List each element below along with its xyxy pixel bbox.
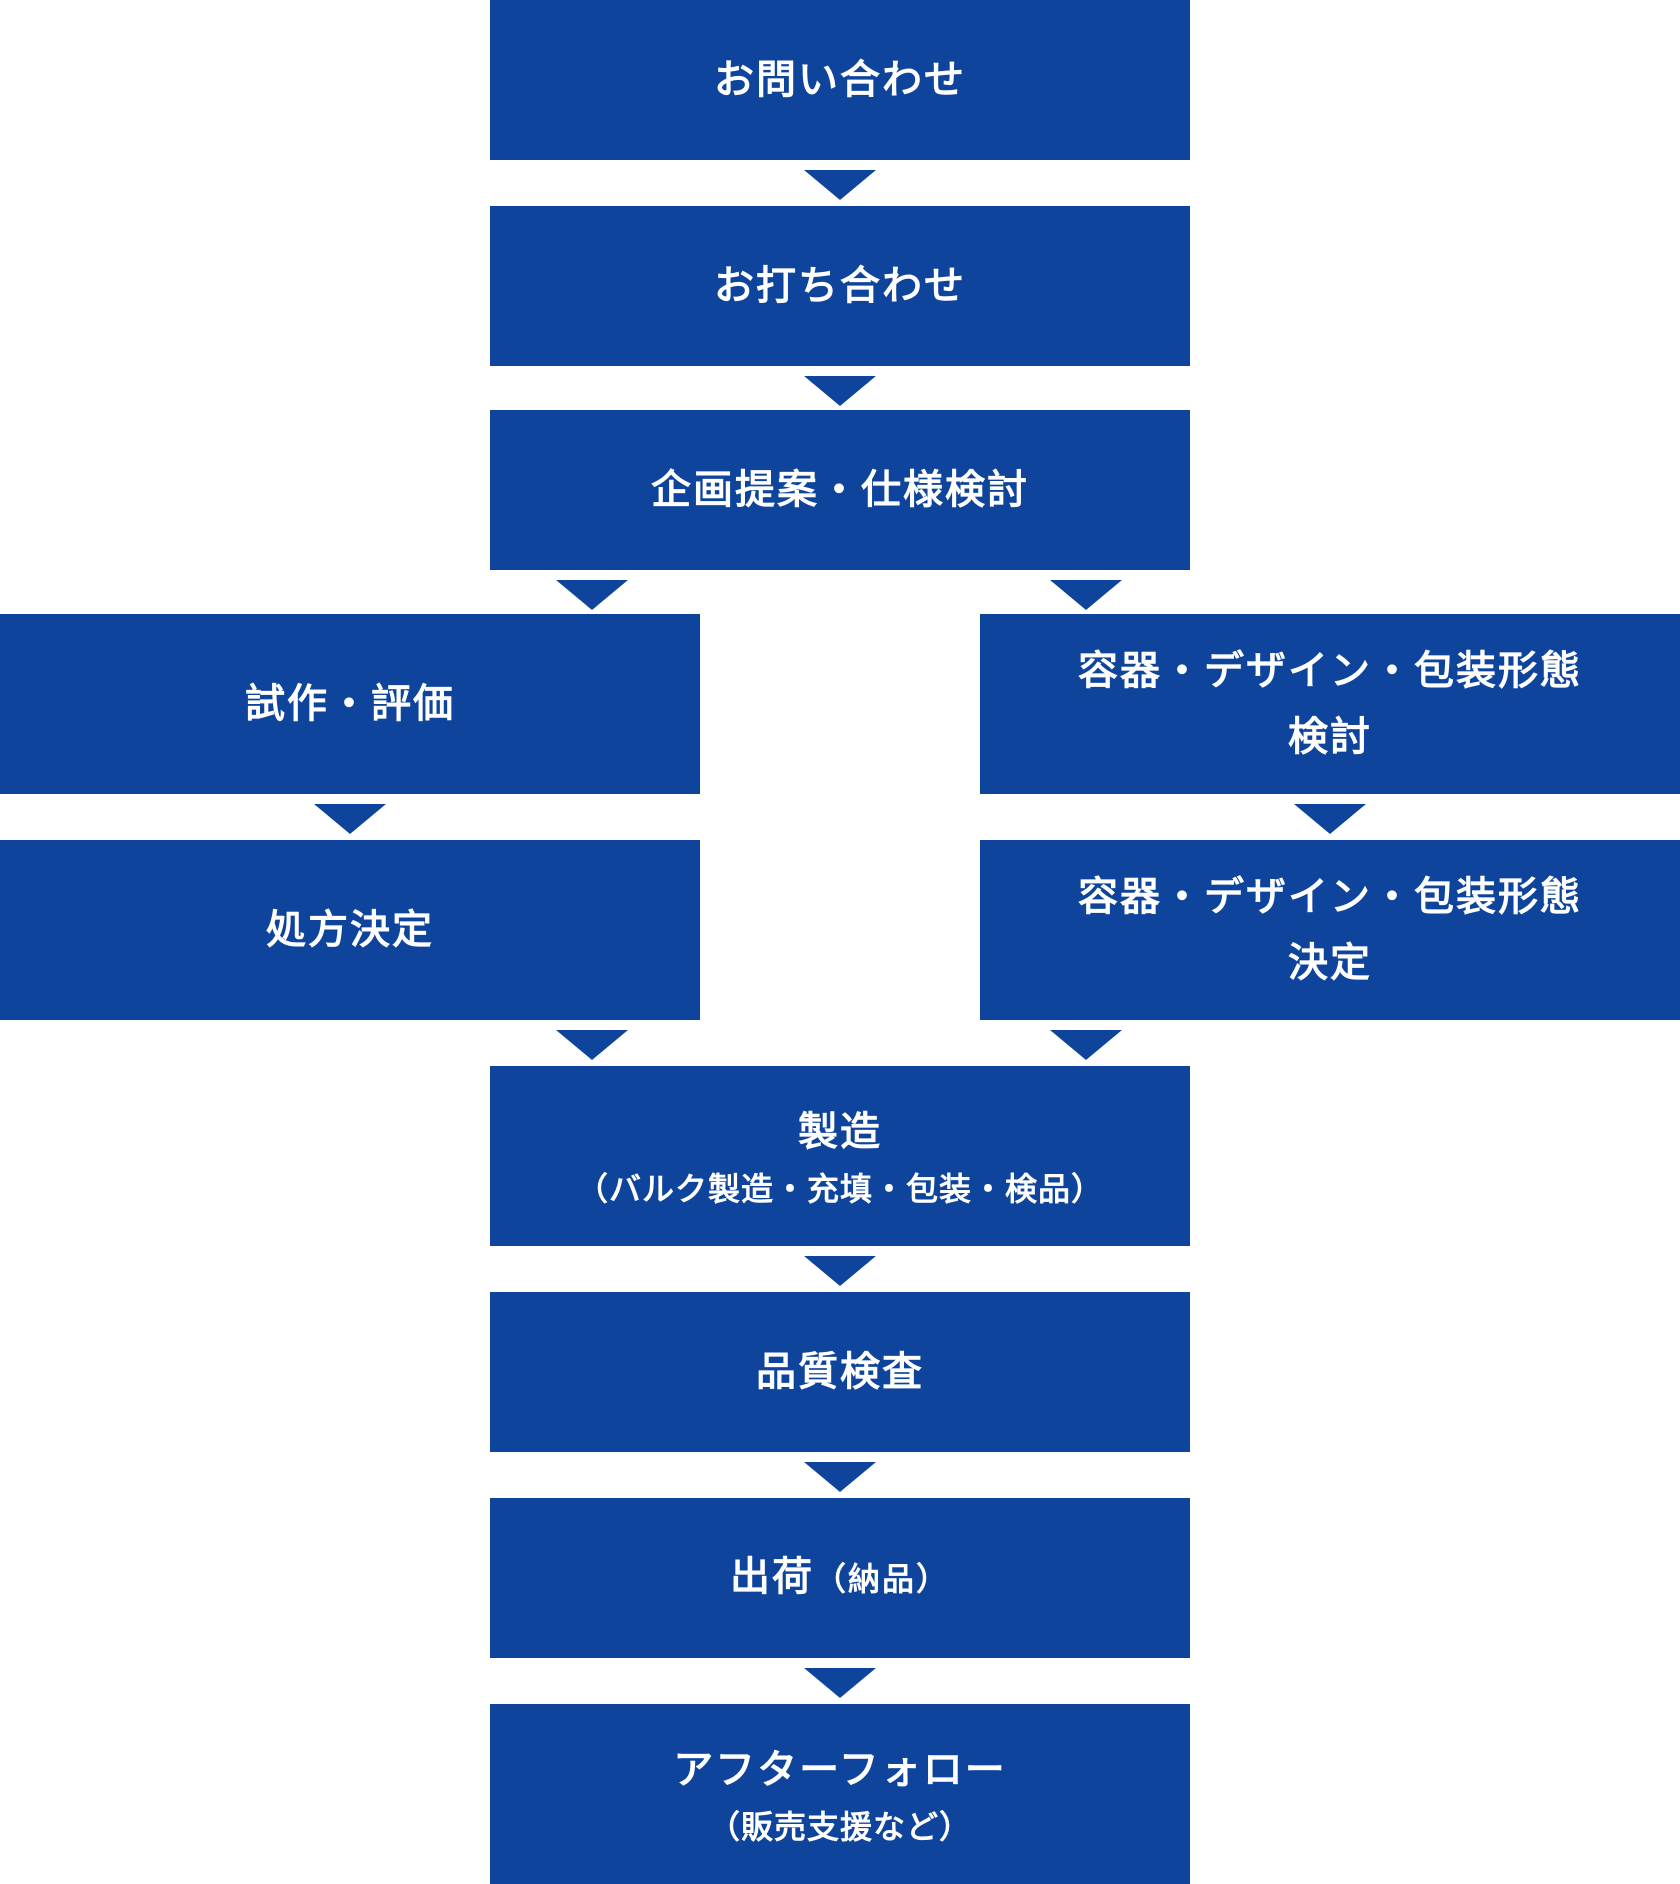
arrow-down-icon [804, 170, 876, 200]
step-package-review: 容器・デザイン・包装形態 検討 [980, 614, 1680, 794]
step-package-decision-line2: 決定 [1288, 940, 1372, 986]
arrow-down-icon [804, 376, 876, 406]
step-shipping-label: 出荷（納品） [730, 1544, 950, 1612]
step-manufacturing-title: 製造 [798, 1109, 882, 1155]
arrow-down-icon [804, 1462, 876, 1492]
step-prototype: 試作・評価 [0, 614, 700, 794]
step-shipping-sub: （納品） [813, 1560, 950, 1598]
step-inspection: 品質検査 [490, 1292, 1190, 1452]
step-inquiry-label: お問い合わせ [714, 57, 966, 103]
step-followup-title: アフターフォロー [673, 1747, 1007, 1793]
arrow-down-left-icon [556, 1030, 628, 1060]
arrow-down-icon [314, 804, 386, 834]
step-formula: 処方決定 [0, 840, 700, 1020]
arrow-down-icon [1294, 804, 1366, 834]
step-planning-label: 企画提案・仕様検討 [651, 467, 1029, 513]
step-package-decision: 容器・デザイン・包装形態 決定 [980, 840, 1680, 1020]
step-package-review-line2: 検討 [1288, 714, 1372, 760]
step-package-decision-line1: 容器・デザイン・包装形態 [1078, 874, 1582, 920]
arrow-down-right-icon [1050, 580, 1122, 610]
step-formula-label: 処方決定 [266, 907, 434, 953]
step-followup: アフターフォロー （販売支援など） [490, 1704, 1190, 1884]
step-inquiry: お問い合わせ [490, 0, 1190, 160]
step-manufacturing: 製造 （バルク製造・充填・包装・検品） [490, 1066, 1190, 1246]
step-followup-sub: （販売支援など） [707, 1808, 972, 1846]
arrow-down-right-icon [1050, 1030, 1122, 1060]
arrow-down-left-icon [556, 580, 628, 610]
step-package-review-line1: 容器・デザイン・包装形態 [1078, 648, 1582, 694]
step-shipping-title: 出荷 [729, 1554, 814, 1600]
step-inspection-label: 品質検査 [756, 1349, 924, 1395]
step-planning: 企画提案・仕様検討 [490, 410, 1190, 570]
arrow-down-icon [804, 1668, 876, 1698]
arrow-down-icon [804, 1256, 876, 1286]
step-prototype-label: 試作・評価 [245, 681, 455, 727]
step-meeting-label: お打ち合わせ [714, 263, 966, 309]
step-meeting: お打ち合わせ [490, 206, 1190, 366]
step-manufacturing-sub: （バルク製造・充填・包装・検品） [575, 1170, 1104, 1208]
step-shipping: 出荷（納品） [490, 1498, 1190, 1658]
